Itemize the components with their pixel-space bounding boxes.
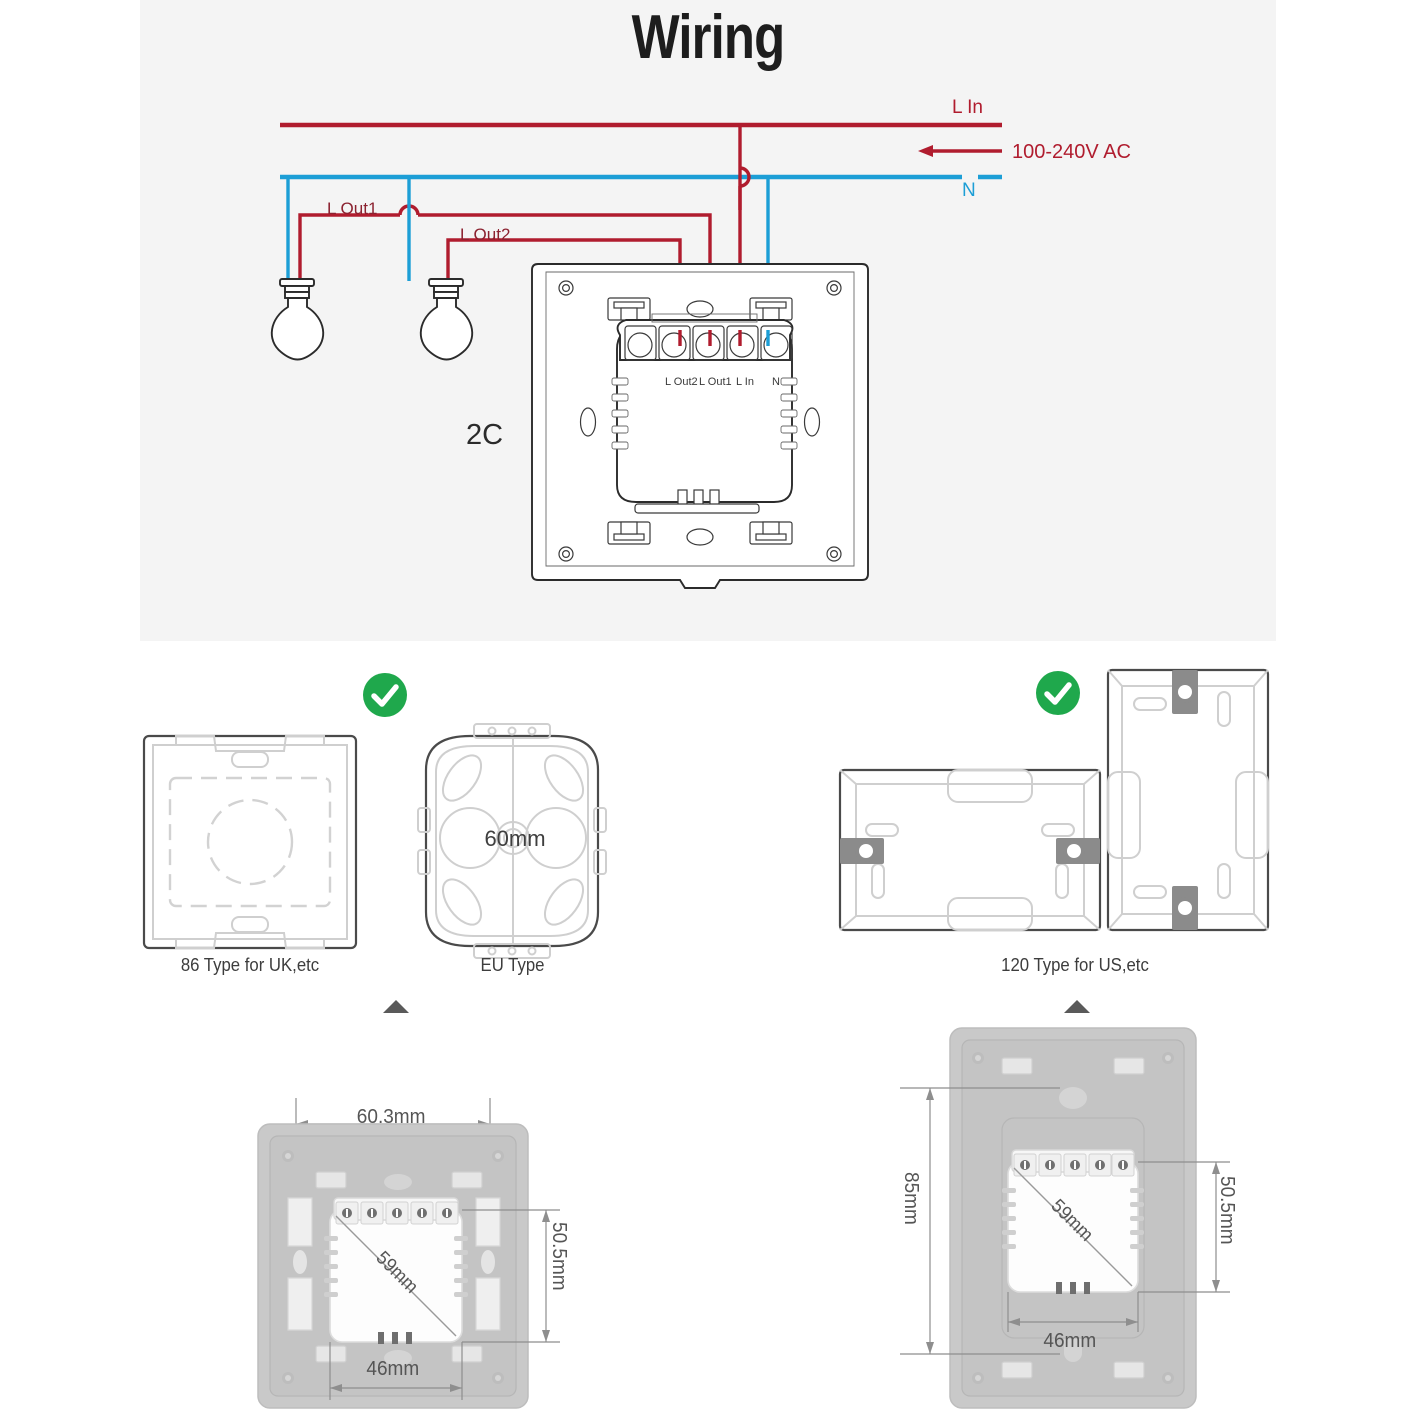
caption-us-120-box: 120 Type for US,etc — [1001, 955, 1149, 975]
check-icon-us — [1036, 671, 1080, 715]
caption-eu-box: EU Type — [480, 955, 545, 975]
label-l-out2: L Out2 — [460, 225, 510, 244]
pointer-triangle-left — [383, 1000, 409, 1013]
caption-uk-86-box: 86 Type for UK,etc — [180, 955, 320, 975]
eu-module-dimensions — [257, 1098, 560, 1409]
label-n: N — [962, 180, 976, 201]
us-module-dimensions — [900, 1027, 1230, 1409]
lamp-1 — [270, 278, 325, 361]
dim-us-height-outer: 85mm — [900, 1172, 922, 1225]
label-l-in: L In — [952, 97, 983, 118]
uk-86-box — [142, 734, 358, 950]
check-icon-eu — [363, 673, 407, 717]
dim-eu-width-outer: 60.3mm — [356, 1106, 426, 1128]
terminal-label-l-out1: L Out1 — [699, 376, 732, 388]
terminal-label-l-in: L In — [736, 376, 754, 388]
switch-backplate — [531, 263, 869, 589]
eu-box: 60mm — [417, 723, 607, 959]
wiring-schematic: .red { stroke:#b01c2e; stroke-width:3.4;… — [270, 97, 1131, 589]
label-supply-voltage: 100-240V AC — [1012, 141, 1131, 163]
lamp-2 — [419, 278, 474, 361]
dim-eu-width-inner: 46mm — [366, 1358, 420, 1380]
wiring-diagram-panel: Wiring .red { stroke:#b01c2e; stroke-wid… — [140, 0, 1276, 641]
eu-box-diameter-label: 60mm — [484, 826, 545, 851]
pointer-triangle-right — [1064, 1000, 1090, 1013]
dim-us-height-inner: 50.5mm — [1216, 1176, 1238, 1245]
terminal-label-l-out2: L Out2 — [665, 376, 698, 388]
label-l-out1: L Out1 — [327, 199, 377, 218]
label-channel-count: 2C — [466, 419, 503, 451]
us-120-box — [838, 668, 1270, 932]
backbox-types-row: .bx { stroke:#4a4a4a; stroke-width:2.2; … — [0, 650, 1418, 1010]
dimension-diagrams-row: .plate { fill:#c9c9c9; stroke:#bdbdbd; s… — [0, 1010, 1418, 1418]
page-title: Wiring — [631, 3, 786, 72]
terminal-label-n: N — [772, 376, 780, 388]
backbox-illustrations: .bx { stroke:#4a4a4a; stroke-width:2.2; … — [142, 668, 1270, 959]
dim-eu-height-inner: 50.5mm — [548, 1222, 570, 1291]
dimension-illustrations: .plate { fill:#c9c9c9; stroke:#bdbdbd; s… — [257, 1027, 1230, 1409]
dim-us-width-inner: 46mm — [1043, 1330, 1097, 1352]
